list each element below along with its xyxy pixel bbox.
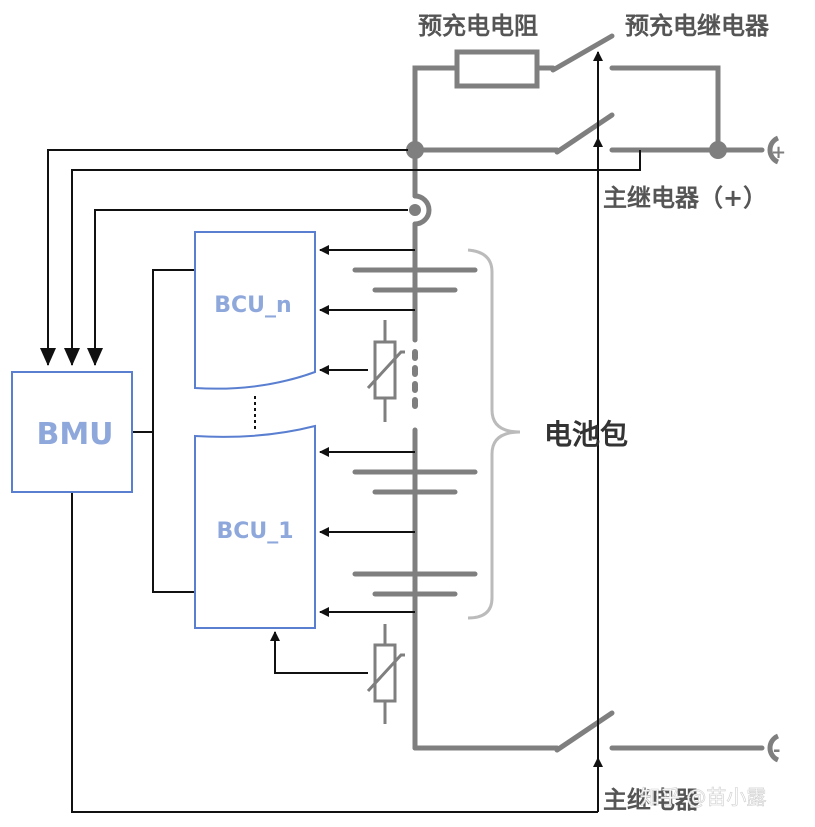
terminal-positive: + [767, 135, 786, 165]
bcu-1-label: BCU_1 [216, 519, 293, 544]
thermistor-to-bcu1 [270, 631, 368, 674]
junction-dot-left [406, 141, 424, 159]
main-pos-relay-contact [554, 112, 615, 155]
main-relay-pos-label: 主继电器（+） [603, 184, 767, 212]
junction-dot-right [709, 141, 727, 159]
bmu-to-bus-sense [94, 209, 408, 365]
crossover-hop [412, 193, 432, 227]
bmu-to-bcu-link [133, 269, 195, 433]
precharge-resistor-label: 预充电电阻 [418, 12, 538, 40]
precharge-resistor [454, 49, 540, 89]
main-relay-neg-label: 主继电器 [603, 786, 700, 814]
bcu-n-label: BCU_n [214, 293, 291, 318]
bcu-n-box [194, 231, 316, 390]
battery-pack-bracket [467, 248, 521, 620]
precharge-relay-contact [550, 33, 615, 73]
bmu-to-main-neg-relay [71, 493, 598, 813]
bmu-to-main-pos-relay [71, 150, 641, 365]
battery-pack-label: 电池包 [544, 418, 628, 451]
thermistor-lower [366, 624, 405, 724]
terminal-positive-sign: + [771, 142, 786, 163]
bmu-to-bcu1-link [152, 432, 195, 593]
watermark: 知乎 @苗小露 [640, 785, 766, 809]
bmu-label: BMU [36, 417, 113, 452]
bmu-input-arrows [40, 348, 103, 366]
terminal-negative: - [767, 733, 780, 763]
precharge-wire-right [609, 65, 721, 153]
precharge-relay-label: 预充电继电器 [625, 12, 770, 40]
control-wiring [47, 51, 641, 813]
thermistor-upper [366, 320, 405, 422]
main-neg-relay-contact [554, 710, 615, 753]
bmu-box [11, 371, 133, 493]
terminal-negative-sign: - [773, 740, 780, 761]
bmu-to-precharge-relay [47, 149, 408, 365]
precharge-branch-wire [412, 65, 460, 153]
bcu-1-box [194, 424, 316, 629]
junction-dot-sense [409, 204, 421, 216]
